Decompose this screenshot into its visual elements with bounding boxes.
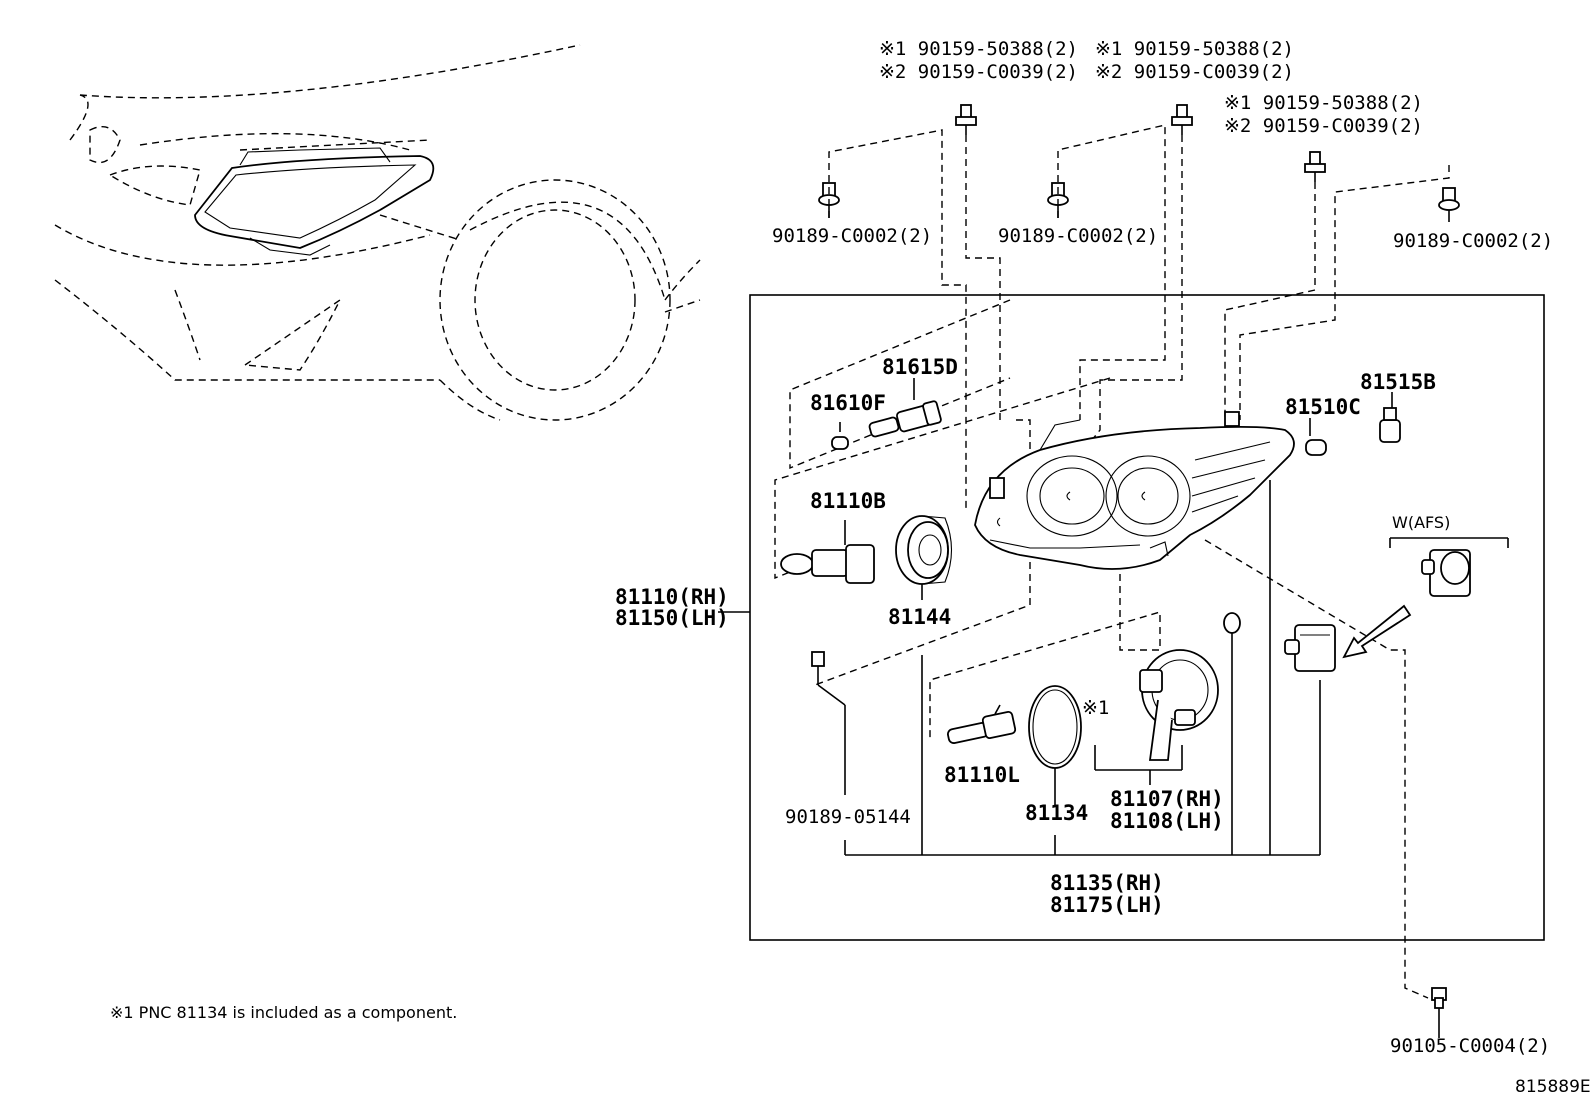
label-wafs: W(AFS) — [1392, 513, 1450, 532]
label-81134: 81134 — [1025, 801, 1088, 825]
vehicle-front-sketch — [54, 44, 701, 421]
label-clip-2: 90189-C0002(2) — [998, 225, 1158, 247]
bolt-icon — [955, 104, 977, 135]
label-bolt-b-2: ※2 90159-C0039(2) — [1095, 61, 1294, 83]
label-mark-1: ※1 — [1082, 697, 1109, 719]
label-81610f: 81610F — [810, 391, 886, 415]
label-clip-1: 90189-C0002(2) — [772, 225, 932, 247]
socket-81515b-icon — [1379, 407, 1401, 443]
label-bolt-c-1: ※1 90159-50388(2) — [1224, 92, 1423, 114]
clip-icon — [1438, 187, 1460, 222]
label-81110l: 81110L — [944, 763, 1020, 787]
actuator-afs-icon — [1284, 624, 1336, 672]
label-unit-lh: 81175(LH) — [1050, 893, 1164, 917]
label-bolt-a-2: ※2 90159-C0039(2) — [879, 61, 1078, 83]
label-assy-rh: 81110(RH) — [615, 585, 729, 609]
footnote: ※1 PNC 81134 is included as a component. — [110, 1003, 457, 1022]
arrow-icon — [1342, 604, 1412, 659]
bolt-icon — [1171, 104, 1193, 135]
bulb-81110b-icon — [780, 525, 875, 584]
label-81110b: 81110B — [810, 489, 886, 513]
label-81615d: 81615D — [882, 355, 958, 379]
label-90189-05144: 90189-05144 — [785, 806, 911, 828]
assembly-box — [749, 294, 1545, 941]
headlamp-assembly — [974, 411, 1295, 570]
label-clip-3: 90189-C0002(2) — [1393, 230, 1553, 252]
bulb-81510c-icon — [1305, 439, 1327, 456]
label-bolt-a-1: ※1 90159-50388(2) — [879, 38, 1078, 60]
oring-81134-icon — [1028, 685, 1082, 769]
label-bolt-b-1: ※1 90159-50388(2) — [1095, 38, 1294, 60]
bulb-81110l-icon — [947, 704, 1017, 744]
label-81107: 81107(RH) — [1110, 787, 1224, 811]
bulb-81610f-icon — [831, 436, 849, 450]
label-81144: 81144 — [888, 605, 951, 629]
bolt-icon — [1304, 151, 1326, 182]
label-81515b: 81515B — [1360, 370, 1436, 394]
cover-81144-icon — [895, 515, 952, 585]
ballast-81107-icon — [1139, 649, 1219, 761]
screw-90189-05144-icon — [811, 651, 825, 685]
label-unit-rh: 81135(RH) — [1050, 871, 1164, 895]
label-screw: 90105-C0004(2) — [1390, 1035, 1550, 1057]
diagram-id: 815889E — [1515, 1077, 1591, 1097]
label-81108: 81108(LH) — [1110, 809, 1224, 833]
label-assy-lh: 81150(LH) — [615, 606, 729, 630]
actuator-wafs-icon — [1421, 549, 1471, 597]
label-81510c: 81510C — [1285, 395, 1361, 419]
oring-small-icon — [1223, 612, 1241, 855]
label-bolt-c-2: ※2 90159-C0039(2) — [1224, 115, 1423, 137]
callout-lines — [718, 378, 1509, 1038]
leader-lines — [774, 124, 1450, 999]
screw-90105-c0004-icon — [1431, 987, 1447, 1025]
socket-81615d-icon — [868, 400, 942, 438]
